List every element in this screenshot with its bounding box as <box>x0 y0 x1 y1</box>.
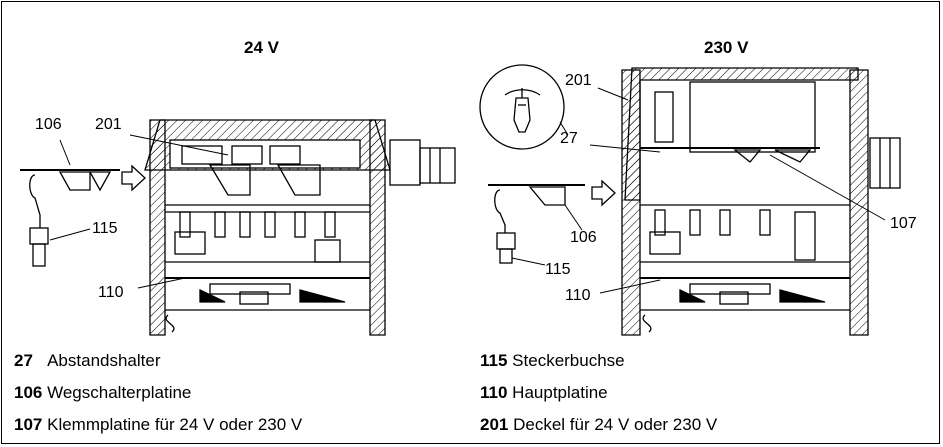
cover-201 <box>624 67 859 201</box>
legend-text: Wegschalterplatine <box>47 383 192 402</box>
callout-106: 106 <box>35 116 62 133</box>
legend-item: 27 Abstandshalter <box>14 351 161 371</box>
callout-115: 115 <box>545 261 571 278</box>
legend-number: 106 <box>14 383 43 402</box>
legend-text: Abstandshalter <box>47 351 161 370</box>
callout-106: 106 <box>570 229 597 246</box>
callout-110: 110 <box>98 284 124 301</box>
legend-number: 110 <box>480 383 508 402</box>
callout-27: 27 <box>560 130 578 147</box>
callout-107: 107 <box>890 215 917 232</box>
legend-text: Steckerbuchse <box>512 351 625 370</box>
legend-item: 106 Wegschalterplatine <box>14 383 191 403</box>
housing-right-wall <box>369 119 386 336</box>
callout-201: 201 <box>565 72 592 89</box>
insert-arrow-icon <box>121 164 146 192</box>
legend-item: 107 Klemmplatine für 24 V oder 230 V <box>14 415 302 435</box>
callout-201: 201 <box>95 116 122 133</box>
legend-item: 115 Steckerbuchse <box>480 351 625 371</box>
legend-text: Hauptplatine <box>512 383 608 402</box>
title-230v: 230 V <box>704 38 749 57</box>
legend-item: 201 Deckel für 24 V oder 230 V <box>480 415 717 435</box>
insert-arrow-icon <box>591 179 616 207</box>
legend-text: Deckel für 24 V oder 230 V <box>513 415 718 434</box>
assembly-24v <box>20 119 456 336</box>
cable-gland <box>869 137 901 189</box>
legend-text: Klemmplatine für 24 V oder 230 V <box>47 415 303 434</box>
legend-number: 107 <box>14 415 43 434</box>
callout-110: 110 <box>565 287 591 304</box>
legend-number: 27 <box>14 351 33 370</box>
assembly-230v <box>479 64 901 336</box>
legend-number: 201 <box>480 415 509 434</box>
title-24v: 24 V <box>244 38 279 57</box>
housing-right-wall <box>849 69 869 336</box>
legend-number: 115 <box>480 351 508 370</box>
cable-gland <box>389 139 421 186</box>
legend-item: 110 Hauptplatine <box>480 383 608 403</box>
callout-115: 115 <box>92 220 118 237</box>
spacer-detail-circle <box>479 64 565 150</box>
